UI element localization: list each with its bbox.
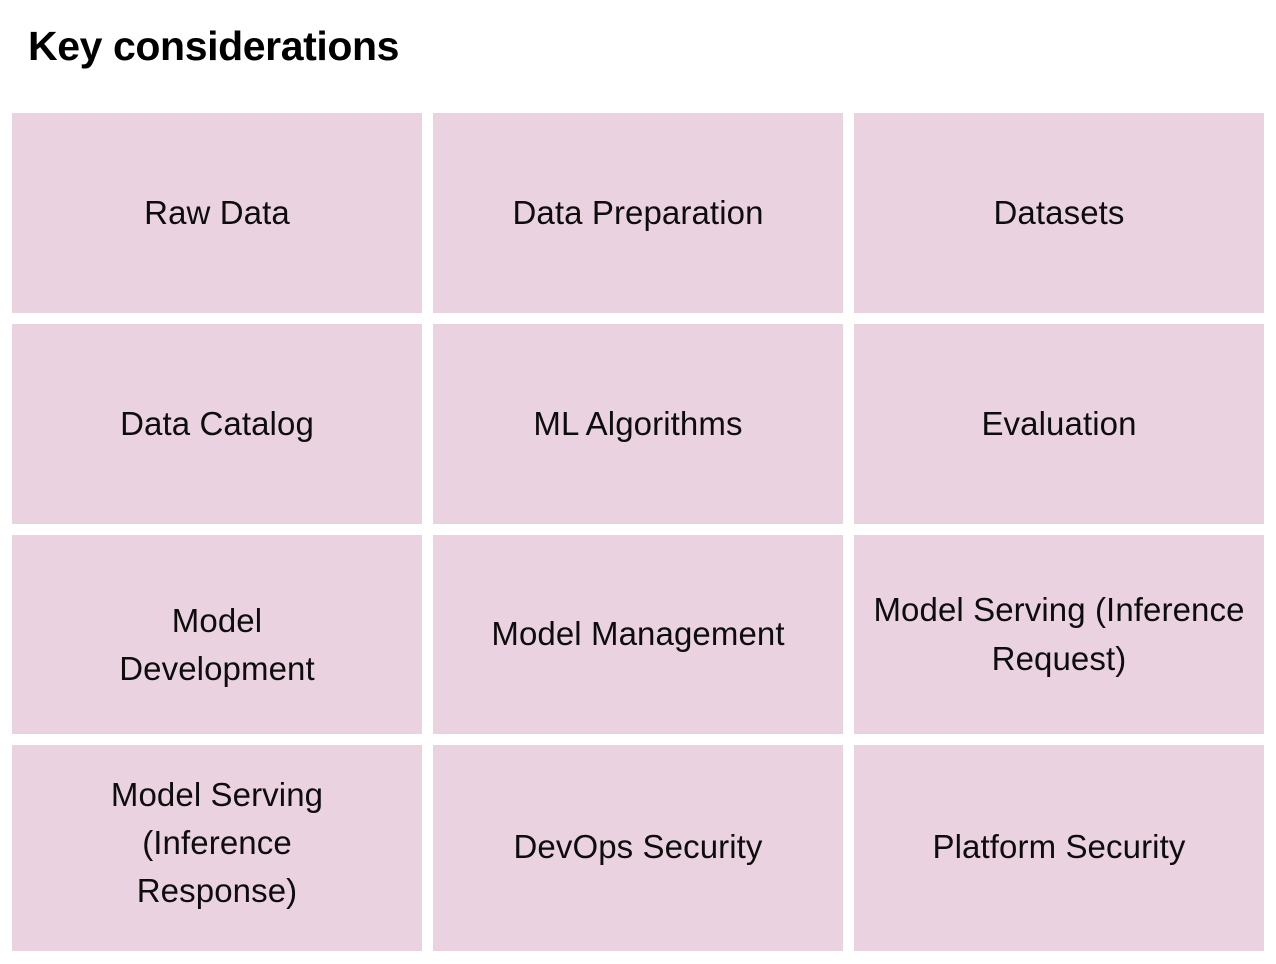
grid-cell-datasets[interactable]: Datasets <box>854 113 1264 313</box>
grid-cell-label: Platform Security <box>932 828 1186 865</box>
grid-cell-label: Datasets <box>993 193 1125 231</box>
grid-cell-model-serving-inference-request[interactable]: Model Serving (Inference Request) <box>854 535 1264 734</box>
grid-cell-data-catalog[interactable]: Data Catalog <box>12 324 422 524</box>
grid-cell-ml-algorithms[interactable]: ML Algorithms <box>433 324 843 524</box>
grid-cell-model-development[interactable]: Model Development <box>12 535 422 734</box>
considerations-grid: Raw Data Data Preparation Datasets Data … <box>12 113 1264 952</box>
grid-cell-label: Data Preparation <box>512 193 764 231</box>
grid-cell-label: Model Management <box>491 615 785 653</box>
grid-cell-label: ML Algorithms <box>533 404 743 442</box>
grid-cell-label: Evaluation <box>981 404 1137 442</box>
grid-cell-label: Model Serving (Inference Response) <box>110 776 324 910</box>
grid-cell-label: Model Serving (Inference Request) <box>873 591 1245 677</box>
grid-cell-model-serving-inference-response[interactable]: Model Serving (Inference Response) <box>12 745 422 951</box>
page-title: Key considerations <box>28 23 400 69</box>
grid-cell-model-management[interactable]: Model Management <box>433 535 843 734</box>
grid-cell-platform-security[interactable]: Platform Security <box>854 745 1264 951</box>
grid-cell-label: Model Development <box>119 602 315 688</box>
grid-cell-evaluation[interactable]: Evaluation <box>854 324 1264 524</box>
grid-cell-label: Data Catalog <box>120 404 314 442</box>
grid-cell-label: DevOps Security <box>513 828 763 865</box>
grid-cell-data-preparation[interactable]: Data Preparation <box>433 113 843 313</box>
grid-cell-raw-data[interactable]: Raw Data <box>12 113 422 313</box>
grid-cell-devops-security[interactable]: DevOps Security <box>433 745 843 951</box>
grid-cell-label: Raw Data <box>144 193 290 231</box>
